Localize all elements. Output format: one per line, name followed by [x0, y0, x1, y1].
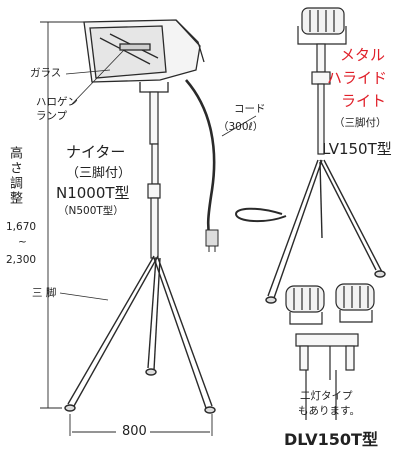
width-dim	[69, 414, 213, 436]
label-height-tilde: ~	[18, 236, 27, 248]
dlv150t-lamp-heads	[285, 283, 375, 325]
halogen-leader	[71, 49, 125, 105]
label-twin-note-2: もあります。	[298, 405, 360, 417]
label-height-max: 1,670	[6, 221, 37, 233]
dlv150t-bar	[295, 333, 359, 420]
label-model-n500t: （N500T型）	[58, 205, 124, 217]
label-halogen-2: ランプ	[36, 110, 68, 122]
label-metal-1: メタル	[340, 46, 386, 64]
label-nighter-sub: （三脚付）	[66, 166, 132, 181]
label-model-dlv150t: DLV150T型	[284, 430, 378, 449]
label-nighter: ナイター	[66, 143, 126, 161]
glass-leader	[65, 69, 111, 75]
label-cord: コード	[234, 103, 266, 115]
label-glass: ガラス	[30, 67, 62, 79]
label-model-lv150t: LV150T型	[322, 140, 392, 158]
cord-leader	[221, 115, 257, 137]
label-halogen-1: ハロゲン	[36, 96, 78, 108]
label-tripod: 三 脚	[32, 287, 57, 299]
label-metal-3: ライト	[341, 92, 387, 110]
label-height-adjust: 高さ調整	[7, 146, 22, 206]
label-width: 800	[122, 424, 147, 439]
label-cord-length: （300ℓ）	[218, 121, 264, 133]
tripod-leader	[59, 292, 109, 301]
nighter-pole	[147, 91, 161, 259]
cord-plug	[205, 229, 219, 252]
lv150t-lamp-head	[297, 7, 347, 45]
label-metal-2: ハライド	[327, 69, 388, 87]
label-twin-note-1: 二灯タイプ	[300, 390, 353, 402]
label-metal-sub: （三脚付）	[334, 117, 387, 129]
nighter-lamp-head	[83, 19, 205, 93]
label-model-n1000t: N1000T型	[56, 184, 130, 202]
nighter-tripod	[64, 255, 216, 414]
lv150t-pole	[311, 43, 331, 155]
lv150t-tripod	[265, 159, 386, 304]
power-cord	[185, 79, 216, 245]
lv150t-cord	[234, 207, 287, 222]
label-height-min: 2,300	[6, 254, 37, 266]
